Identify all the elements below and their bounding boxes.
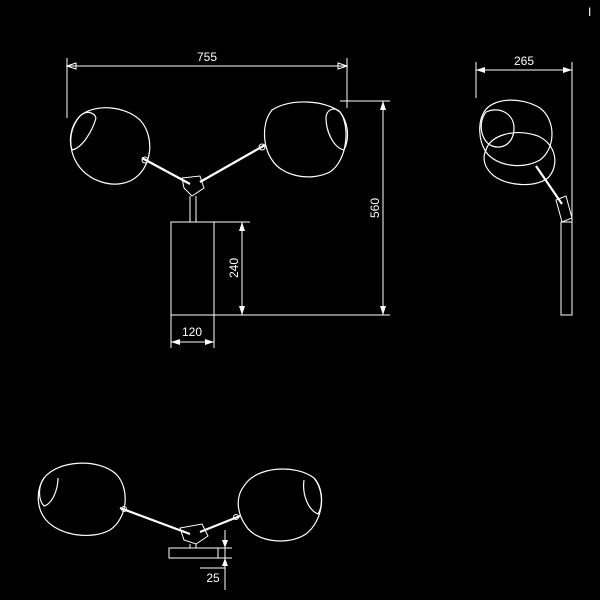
side-hub: [555, 195, 573, 223]
dimension-height: 560: [340, 100, 390, 315]
top-base: [168, 547, 219, 559]
dimension-base-depth: 25: [200, 530, 232, 590]
left-shade: [69, 107, 151, 185]
top-hub: [179, 523, 209, 545]
top-left-arm: [119, 506, 191, 536]
base-plate: [170, 221, 215, 316]
top-left-shade: [37, 462, 126, 537]
top-view: 25: [37, 462, 323, 590]
dimension-width: 755: [65, 50, 349, 118]
dimension-base-width-label: 120: [182, 325, 202, 339]
top-right-arm: [199, 514, 241, 534]
side-front-shade: [479, 99, 553, 167]
top-right-shade: [237, 468, 323, 542]
arms: [141, 143, 266, 222]
side-base: [560, 221, 573, 316]
side-view: 265: [475, 54, 573, 316]
dimension-base-depth-label: 25: [206, 571, 220, 585]
dimension-depth-label: 265: [514, 54, 534, 68]
dimension-width-label: 755: [197, 50, 217, 64]
dimension-depth: 265: [475, 54, 573, 225]
dimension-base-height-label: 240: [227, 258, 241, 278]
dimension-height-label: 560: [368, 198, 382, 218]
dimension-base-height: 240: [214, 221, 390, 316]
dimension-base-width: 120: [170, 315, 215, 348]
right-shade: [263, 101, 349, 178]
front-view: 755: [65, 50, 390, 348]
side-arm: [535, 165, 563, 205]
corner-mark: I: [588, 5, 591, 19]
